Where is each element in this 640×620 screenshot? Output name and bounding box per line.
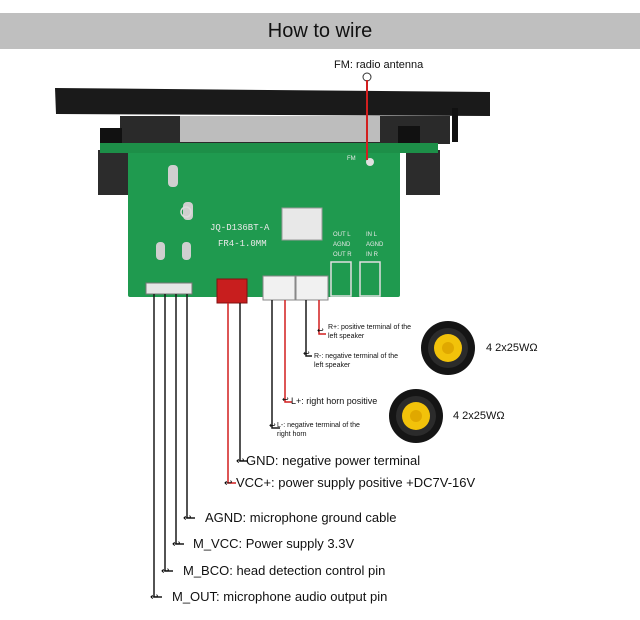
chip: [281, 207, 323, 241]
svg-text:↩: ↩: [269, 421, 276, 430]
r-minus-label: R-: negative terminal of the left speake…: [314, 353, 399, 369]
in-r-mark: IN R: [366, 252, 379, 258]
gnd-label: GND: negative power terminal: [246, 453, 421, 468]
svg-text:↩: ↩: [183, 513, 191, 524]
out-l-mark: OUT L: [333, 232, 351, 238]
fm-antenna-wire: [362, 72, 372, 160]
svg-text:↩: ↩: [317, 326, 324, 335]
circuit-board: JQ-D136BT-A FR4-1.0MM FM OUT L IN L AGND…: [100, 143, 438, 304]
left-speaker-connector: [262, 275, 296, 301]
speaker-rating: 4 2x25WΩ: [486, 342, 538, 354]
mounting-frame: [55, 88, 490, 195]
speaker-icon: [421, 321, 475, 375]
power-wires: ↩ ↩: [224, 303, 248, 489]
speaker-icon: [389, 389, 443, 443]
svg-text:↩: ↩: [172, 539, 180, 550]
m-vcc-label: M_VCC: Power supply 3.3V: [193, 536, 355, 551]
line-in-header: [359, 261, 381, 297]
board-thickness: FR4-1.0MM: [218, 239, 267, 249]
title-banner: How to wire: [0, 13, 640, 49]
svg-text:↩: ↩: [236, 456, 244, 467]
l-plus-label: L+: right horn positive: [291, 396, 378, 406]
svg-text:↩: ↩: [150, 592, 158, 603]
mic-wires: ↩ ↩ ↩ ↩: [150, 294, 195, 603]
agnd-label: AGND: microphone ground cable: [205, 510, 397, 525]
svg-text:↩: ↩: [303, 349, 310, 358]
fm-mark: FM: [347, 156, 356, 162]
right-speaker-connector: [295, 275, 329, 301]
m-bco-label: M_BCO: head detection control pin: [183, 563, 386, 578]
speaker-wires: ↩ ↩ ↩ ↩: [269, 300, 326, 430]
svg-text:↩: ↩: [224, 478, 232, 489]
page-title: How to wire: [267, 20, 373, 42]
power-connector: [216, 278, 248, 304]
m-out-label: M_OUT: microphone audio output pin: [172, 589, 388, 604]
in-l-mark: IN L: [366, 232, 378, 238]
line-out-header: [330, 261, 352, 297]
board-model: JQ-D136BT-A: [210, 223, 270, 233]
out-r-mark: OUT R: [333, 252, 352, 258]
svg-text:↩: ↩: [282, 395, 289, 404]
l-minus-label: L-: negative terminal of the right horn: [277, 422, 360, 438]
agnd-mark-2: AGND: [366, 242, 384, 248]
mic-header: [145, 282, 193, 295]
speaker-rating: 4 2x25WΩ: [453, 410, 505, 422]
vcc-label: VCC+: power supply positive +DC7V-16V: [236, 475, 476, 490]
fm-antenna-label: FM: radio antenna: [334, 59, 424, 71]
svg-text:↩: ↩: [161, 566, 169, 577]
agnd-mark: AGND: [333, 242, 351, 248]
r-plus-label: R+: positive terminal of the left speake…: [328, 324, 412, 340]
